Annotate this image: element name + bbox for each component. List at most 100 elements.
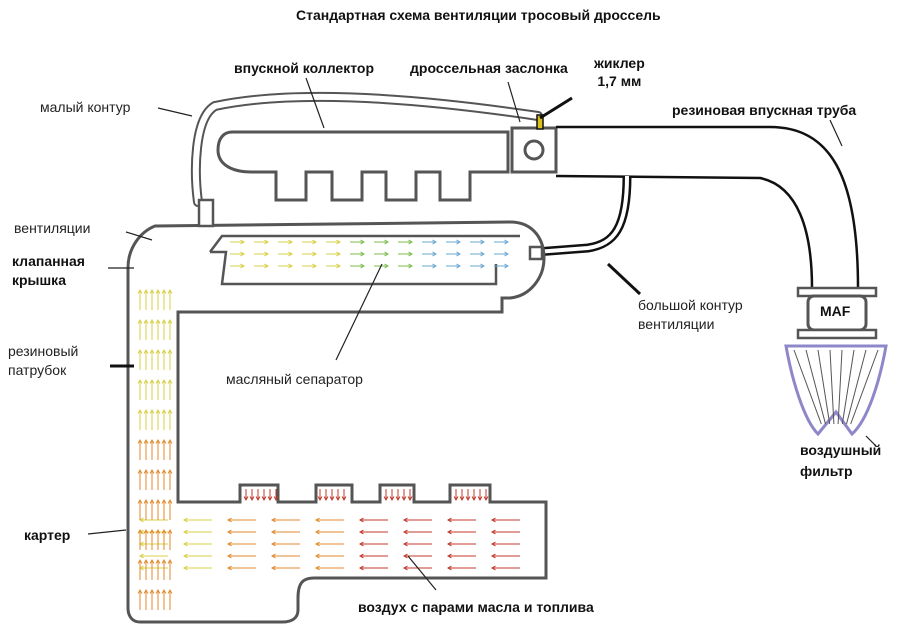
filter-pleat xyxy=(846,349,867,425)
flow-arrow-head xyxy=(182,553,188,559)
flow-arrow-head xyxy=(490,517,496,523)
flow-arrow-head xyxy=(240,251,246,257)
callout-lines-bold xyxy=(110,96,642,368)
callout-jet xyxy=(539,96,573,120)
flow-arrow-head xyxy=(161,558,167,564)
flow-arrow-head xyxy=(402,529,408,535)
flow-arrow-head xyxy=(155,588,161,594)
filter-pleat xyxy=(837,349,843,425)
flow-arrow-head xyxy=(384,239,390,245)
flow-arrow-head xyxy=(402,565,408,571)
flow-arrow-head xyxy=(264,263,270,269)
flow-arrow-head xyxy=(143,558,149,564)
flow-arrow-head xyxy=(446,517,452,523)
flow-arrow-head xyxy=(167,468,173,474)
oil-separator-outline xyxy=(210,250,498,286)
label-rubber-intake-pipe: резиновая впускная труба xyxy=(672,102,857,118)
big-circuit-hose-inner xyxy=(535,175,629,254)
flow-arrow-head xyxy=(143,348,149,354)
flow-arrow-head xyxy=(149,438,155,444)
flow-arrow-head xyxy=(446,553,452,559)
flow-arrow-head xyxy=(161,288,167,294)
flow-arrow-head xyxy=(161,408,167,414)
flow-arrow-head xyxy=(360,251,366,257)
label-oil-separator: масляный сепаратор xyxy=(226,371,363,387)
flow-arrow-head xyxy=(137,288,143,294)
flow-arrow-head xyxy=(155,498,161,504)
flow-arrow-head xyxy=(249,496,255,502)
flow-arrow-head xyxy=(226,553,232,559)
flow-arrow-head xyxy=(504,239,510,245)
flow-arrow-head xyxy=(149,528,155,534)
flow-arrow-head xyxy=(358,565,364,571)
label-jet: жиклер 1,7 мм xyxy=(594,55,645,89)
flow-arrow-head xyxy=(358,517,364,523)
flow-arrow-head xyxy=(143,588,149,594)
flow-arrow-head xyxy=(504,251,510,257)
flow-arrow-head xyxy=(407,496,413,502)
flow-arrow-head xyxy=(267,496,273,502)
flow-arrow-head xyxy=(143,408,149,414)
flow-arrow-head xyxy=(456,239,462,245)
flow-arrow-head xyxy=(408,263,414,269)
filter-pleat xyxy=(829,349,835,425)
flow-arrow-head xyxy=(137,558,143,564)
flow-arrow-head xyxy=(273,496,279,502)
flow-arrow-head xyxy=(471,496,477,502)
intake-manifold-shape xyxy=(216,130,510,202)
flow-arrow-head xyxy=(490,553,496,559)
filter-pleat xyxy=(817,349,831,425)
callout-ventilation xyxy=(125,231,153,241)
flow-arrow-head xyxy=(336,263,342,269)
flow-arrow-head xyxy=(358,541,364,547)
callout-throttle xyxy=(507,81,521,123)
callout-air-filter xyxy=(865,435,877,447)
flow-arrow-head xyxy=(336,251,342,257)
flow-arrow-head xyxy=(288,239,294,245)
flow-arrow-head xyxy=(402,541,408,547)
flow-arrow-head xyxy=(401,496,407,502)
flow-arrow-head xyxy=(341,496,347,502)
flow-arrow-head xyxy=(137,468,143,474)
flow-arrow-head xyxy=(161,438,167,444)
flow-arrow-head xyxy=(167,438,173,444)
flow-arrow-head xyxy=(149,318,155,324)
flow-arrow-head xyxy=(226,541,232,547)
flow-arrow-head xyxy=(270,517,276,523)
flow-arrow-head xyxy=(161,348,167,354)
label-small-circuit: малый контур xyxy=(40,99,131,115)
filter-pleat xyxy=(793,349,822,425)
flow-arrow-head xyxy=(432,251,438,257)
flow-arrow-head xyxy=(408,239,414,245)
flow-arrow-head xyxy=(317,496,323,502)
diagram-title: Стандартная схема вентиляции тросовый др… xyxy=(296,7,661,23)
flow-arrow-head xyxy=(453,496,459,502)
flow-arrow-head xyxy=(358,553,364,559)
flow-arrow-head xyxy=(456,251,462,257)
label-crankcase: картер xyxy=(24,527,71,543)
valve-cover-divider xyxy=(209,234,520,253)
label-air-vapors: воздух с парами масла и топлива xyxy=(358,599,594,615)
flow-arrow-head xyxy=(226,517,232,523)
flow-arrow-head xyxy=(490,541,496,547)
flow-arrow-head xyxy=(149,348,155,354)
flow-arrow-head xyxy=(314,565,320,571)
flow-arrow-head xyxy=(143,498,149,504)
flow-arrow-head xyxy=(182,517,188,523)
flow-arrow-head xyxy=(323,496,329,502)
label-ventilation: вентиляции xyxy=(14,220,91,236)
flow-arrow-head xyxy=(335,496,341,502)
big-circuit-fitting xyxy=(528,245,544,261)
flow-arrow-head xyxy=(288,263,294,269)
flow-arrow-head xyxy=(182,565,188,571)
flow-arrow-head xyxy=(137,438,143,444)
flow-arrow-head xyxy=(161,318,167,324)
flow-arrow-head xyxy=(155,408,161,414)
filter-pleat xyxy=(850,349,879,425)
rubber-intake-pipe-bottom xyxy=(555,174,814,289)
flow-arrow-head xyxy=(480,263,486,269)
flow-arrows xyxy=(137,239,520,610)
flow-arrow-head xyxy=(226,565,232,571)
flow-arrow-head xyxy=(288,251,294,257)
